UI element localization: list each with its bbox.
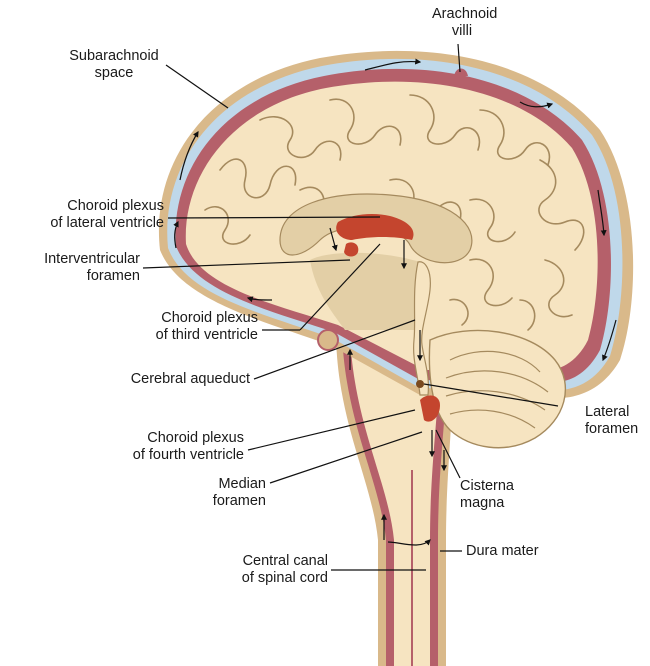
spinal-cord — [350, 330, 438, 666]
label-cisterna-magna: Cisterna magna — [460, 478, 514, 511]
lateral-foramen-dot — [416, 380, 424, 388]
label-subarachnoid-space: Subarachnoid space — [69, 48, 159, 81]
label-lateral-foramen: Lateral foramen — [585, 404, 639, 437]
fourth-ventricle — [413, 261, 431, 396]
corpus-callosum — [279, 193, 473, 264]
cerebellum-folia — [445, 350, 549, 429]
label-choroid-plexus-fourth: Choroid plexus of fourth ventricle — [132, 430, 244, 463]
label-interventricular-foramen: Interventricular foramen — [44, 251, 140, 284]
pituitary — [317, 329, 339, 351]
choroid-plexus-fourth-shape — [420, 395, 440, 422]
gyri — [204, 94, 585, 331]
arachnoid-villus — [454, 68, 468, 76]
diencephalon — [310, 252, 425, 330]
label-choroid-plexus-lateral: Choroid plexus of lateral ventricle — [50, 198, 164, 231]
label-choroid-plexus-third: Choroid plexus of third ventricle — [155, 310, 258, 343]
csf-flow-arrows — [173, 58, 617, 546]
label-median-foramen: Median foramen — [212, 476, 266, 509]
label-central-canal: Central canal of spinal cord — [241, 553, 328, 586]
choroid-plexus-lateral-shape — [336, 214, 414, 240]
label-dura-mater: Dura mater — [466, 543, 539, 559]
label-cerebral-aqueduct: Cerebral aqueduct — [130, 371, 250, 387]
leader-lines — [142, 43, 559, 571]
label-arachnoid-villi: Arachnoid villi — [432, 6, 498, 39]
choroid-plexus-third-shape — [344, 242, 359, 257]
